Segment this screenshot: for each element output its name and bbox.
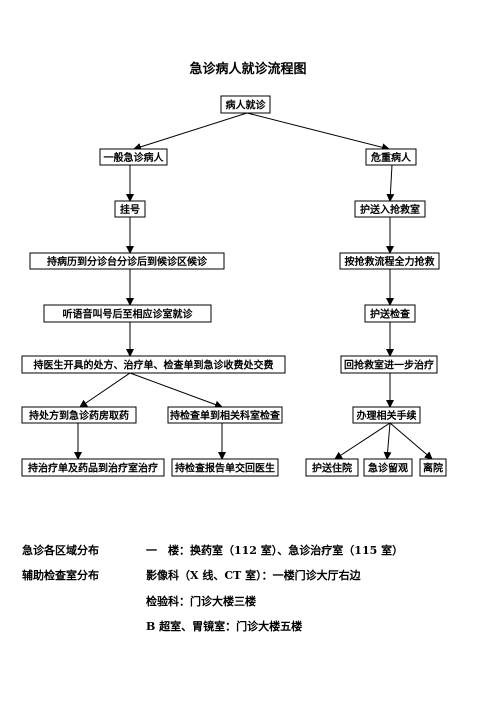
- arrow-critical-rescueroom: [386, 164, 395, 202]
- info-value-imaging: 影像科（X 线、CT 室）：一楼门诊大厅右边: [146, 569, 361, 582]
- node-pay: 持医生开具的处方、治疗单、检查单到急诊收费处交费: [21, 355, 286, 374]
- arrow-procedures-discharge: [389, 422, 433, 460]
- svg-text:持病历到分诊台分诊后到候诊区候诊: 持病历到分诊台分诊后到候诊区候诊: [47, 255, 208, 268]
- svg-text:办理相关手续: 办理相关手续: [357, 409, 417, 422]
- arrow-start-general: [133, 112, 248, 151]
- arrow-procedures-admit: [334, 422, 391, 460]
- node-discharge: 离院: [419, 458, 447, 477]
- svg-text:持检查单到相关科室检查: 持检查单到相关科室检查: [170, 409, 281, 422]
- svg-text:护送住院: 护送住院: [312, 462, 352, 475]
- node-exam: 持检查单到相关科室检查: [167, 406, 283, 424]
- arrow-start-critical: [246, 112, 390, 152]
- node-called: 听语音叫号后至相应诊室就诊: [43, 304, 212, 323]
- diagram-title: 急诊病人就诊流程图: [189, 62, 307, 77]
- info-value-area: 一 楼：换药室（112 室）、急诊治疗室（115 室）: [146, 544, 404, 557]
- svg-text:持处方到急诊药房取药: 持处方到急诊药房取药: [29, 409, 129, 422]
- node-admit: 护送住院: [305, 458, 359, 477]
- svg-text:护送入抢救室: 护送入抢救室: [360, 203, 420, 216]
- info-label-aux-rooms: 辅助检查室分布: [22, 569, 99, 582]
- node-treatment: 持治疗单及药品到治疗室治疗: [21, 458, 165, 477]
- svg-text:护送检查: 护送检查: [370, 308, 411, 321]
- node-report: 持检查报告单交回医生: [171, 458, 279, 477]
- svg-text:挂号: 挂号: [120, 203, 140, 216]
- svg-text:急诊留观: 急诊留观: [368, 462, 408, 475]
- node-rescue: 按抢救流程全力抢救: [339, 252, 440, 270]
- connectors: [74, 112, 433, 460]
- node-observe: 急诊留观: [363, 458, 413, 477]
- node-triage: 持病历到分诊台分诊后到候诊区候诊: [29, 252, 225, 270]
- node-pharmacy: 持处方到急诊药房取药: [21, 406, 137, 424]
- node-critical: 危重病人: [365, 148, 417, 166]
- svg-text:持检查报告单交回医生: 持检查报告单交回医生: [175, 462, 275, 475]
- node-escort-exam: 护送检查: [364, 304, 416, 323]
- node-start: 病人就诊: [220, 95, 271, 114]
- svg-text:病人就诊: 病人就诊: [226, 99, 267, 112]
- svg-text:危重病人: 危重病人: [371, 151, 412, 164]
- svg-text:持治疗单及药品到治疗室治疗: 持治疗单及药品到治疗室治疗: [28, 462, 158, 475]
- node-back-rescue: 回抢救室进一步治疗: [340, 355, 438, 374]
- svg-text:一般急诊病人: 一般急诊病人: [104, 151, 165, 164]
- info-label-area: 急诊各区域分布: [22, 544, 99, 557]
- info-value-lab: 检验科：门诊大楼三楼: [146, 595, 256, 608]
- node-register: 挂号: [114, 200, 146, 218]
- svg-text:持医生开具的处方、治疗单、检查单到急诊收费处交费: 持医生开具的处方、治疗单、检查单到急诊收费处交费: [34, 359, 274, 372]
- svg-text:离院: 离院: [423, 462, 443, 475]
- info-value-ultrasound: B 超室、胃镜室：门诊大楼五楼: [146, 620, 303, 633]
- node-rescue-room: 护送入抢救室: [354, 200, 426, 218]
- svg-text:回抢救室进一步治疗: 回抢救室进一步治疗: [344, 359, 434, 372]
- svg-text:听语音叫号后至相应诊室就诊: 听语音叫号后至相应诊室就诊: [63, 308, 194, 321]
- svg-text:按抢救流程全力抢救: 按抢救流程全力抢救: [345, 255, 435, 268]
- node-general: 一般急诊病人: [99, 148, 168, 166]
- node-procedures: 办理相关手续: [352, 406, 421, 424]
- arrow-pay-pharmacy: [79, 372, 131, 408]
- arrow-pay-exam: [129, 372, 223, 409]
- arrow-procedures-observe: [383, 422, 392, 460]
